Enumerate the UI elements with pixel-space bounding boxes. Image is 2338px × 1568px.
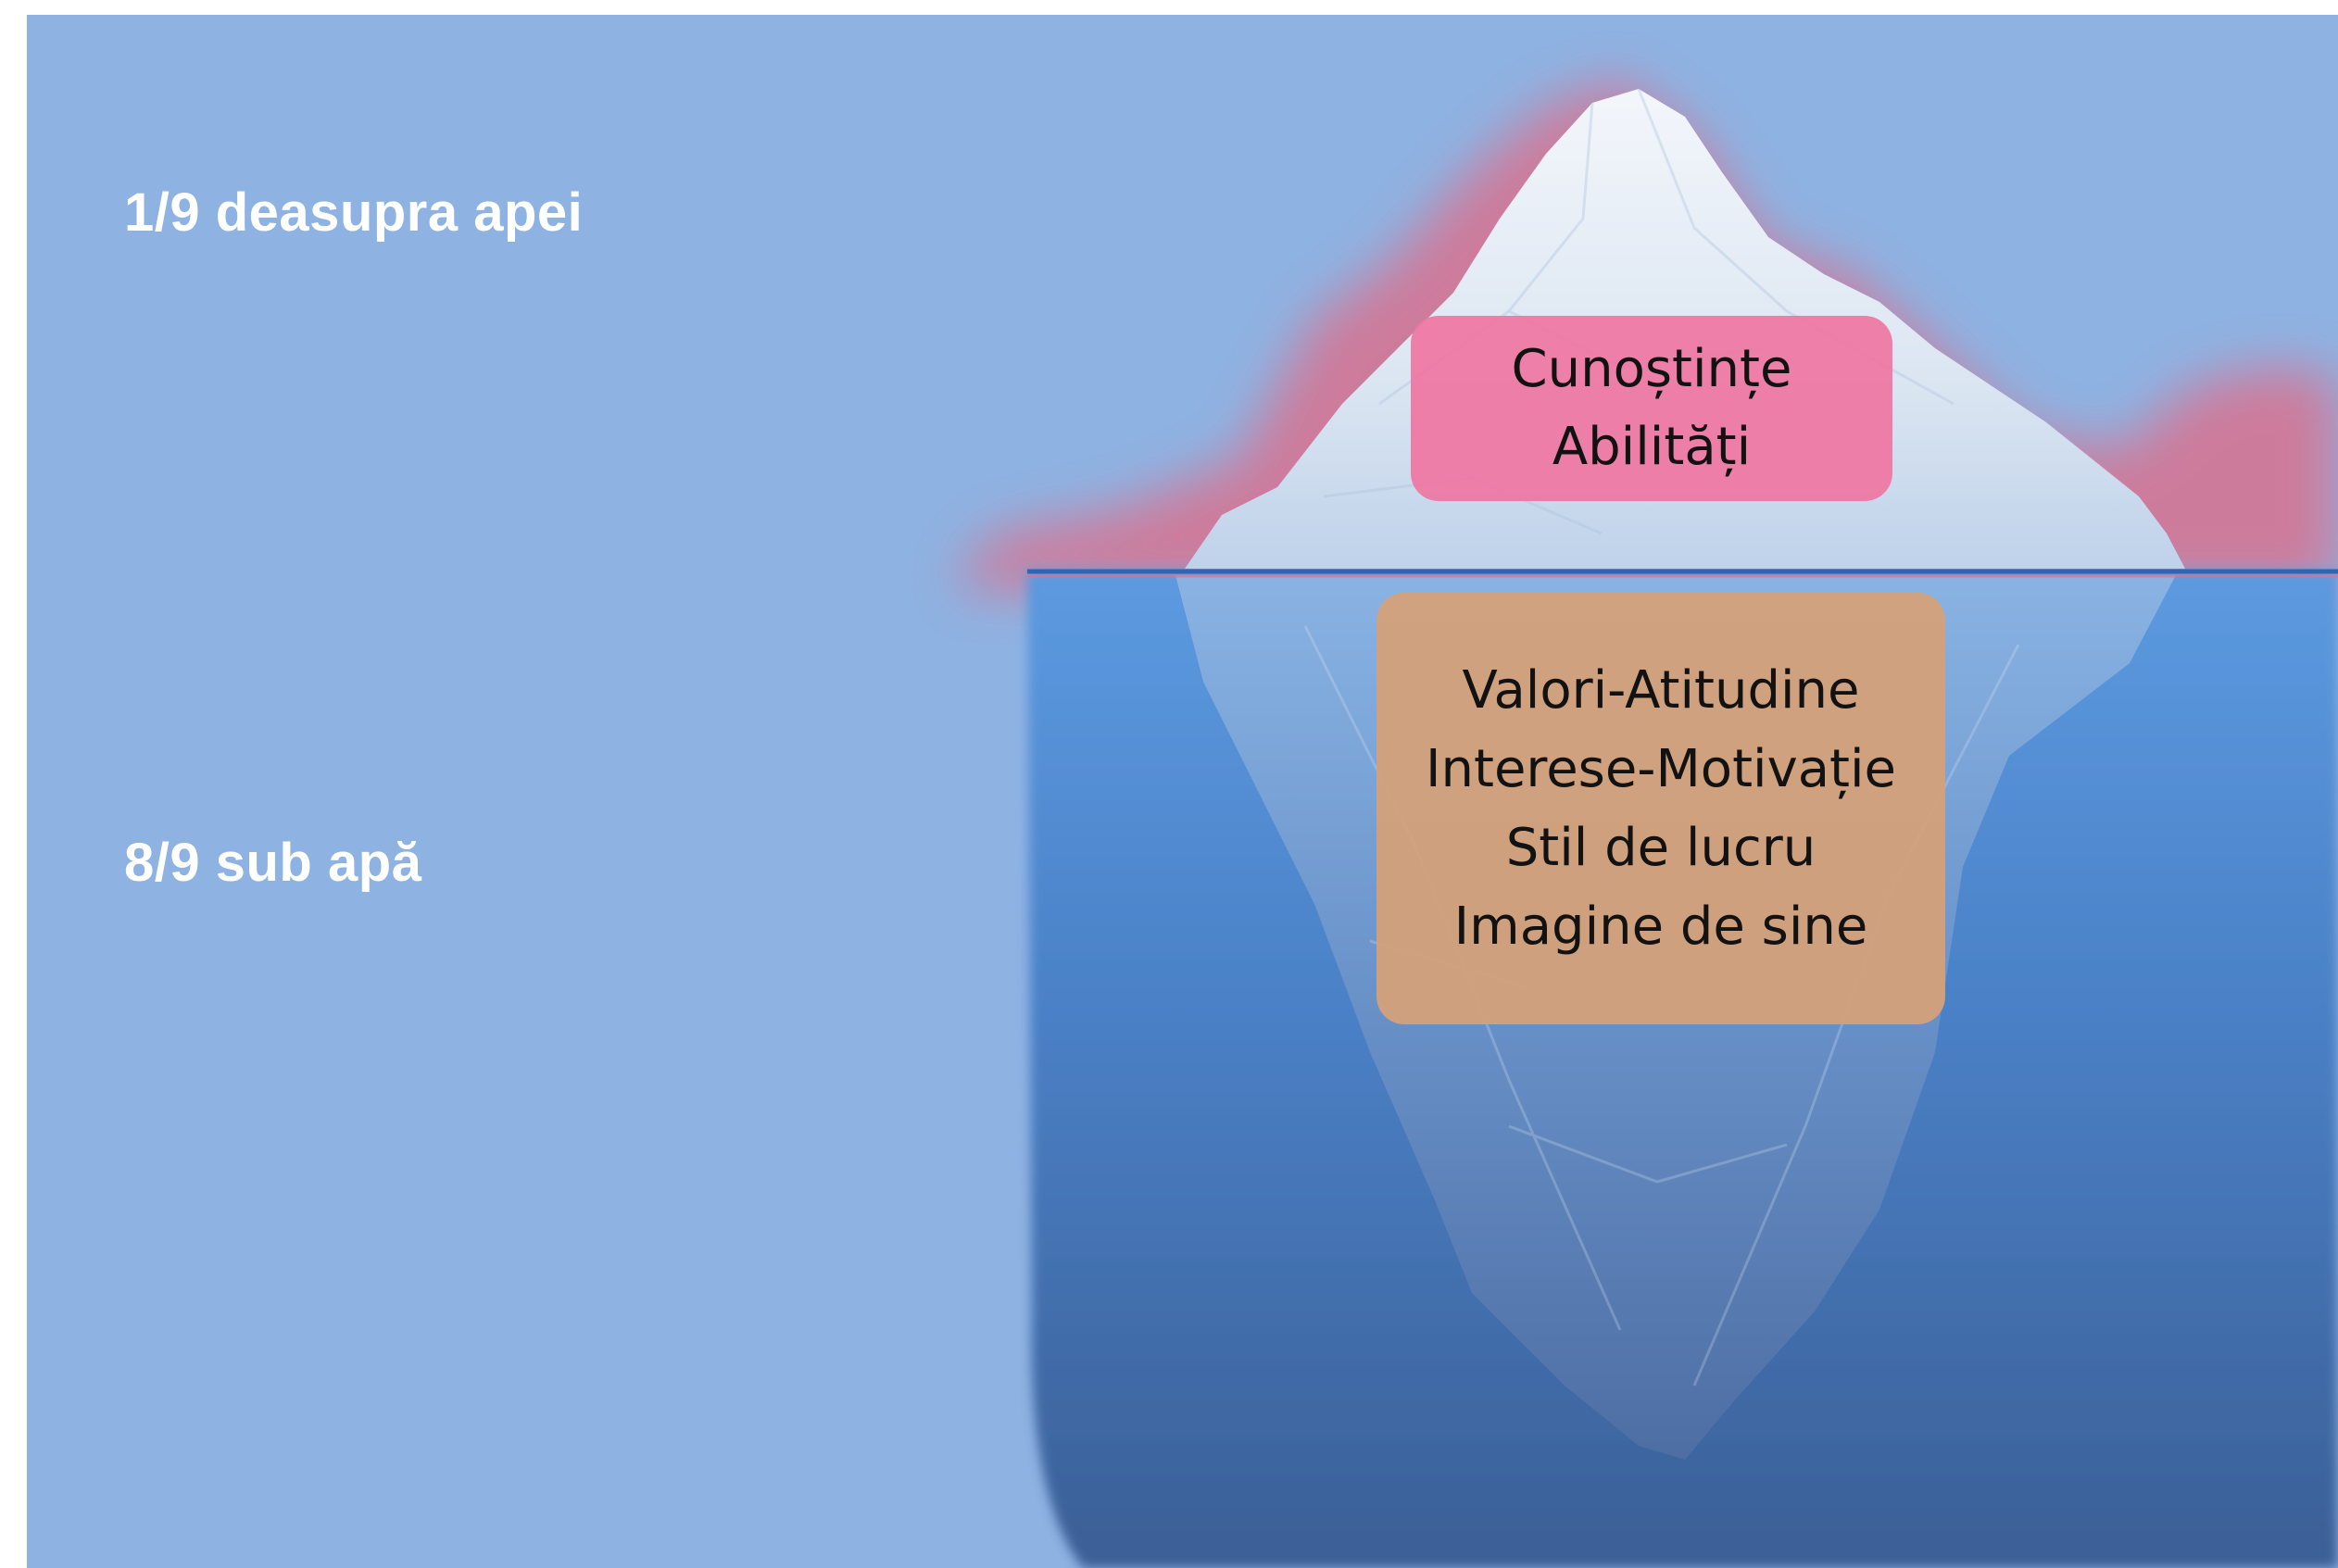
hidden-competency-self-image: Imagine de sine (1453, 897, 1868, 957)
slide: 1/9 deasupra apei 8/9 sub apă Cunoștințe… (27, 15, 2338, 1568)
below-water-label: 8/9 sub apă (124, 833, 422, 893)
iceberg-illustration (962, 80, 2338, 1568)
visible-competency-skills: Abilități (1552, 417, 1752, 477)
hidden-competency-values: Valori-Atitudine (1462, 660, 1860, 721)
hidden-competency-work-style: Stil de lucru (1505, 818, 1816, 878)
hidden-competency-interests: Interese-Motivație (1425, 739, 1897, 799)
above-water-label: 1/9 deasupra apei (124, 182, 584, 243)
hidden-competencies-box: Valori-Atitudine Interese-Motivație Stil… (1376, 593, 1945, 1024)
visible-competency-knowledge: Cunoștințe (1511, 339, 1792, 399)
visible-competencies-box: Cunoștințe Abilități (1411, 316, 1892, 501)
